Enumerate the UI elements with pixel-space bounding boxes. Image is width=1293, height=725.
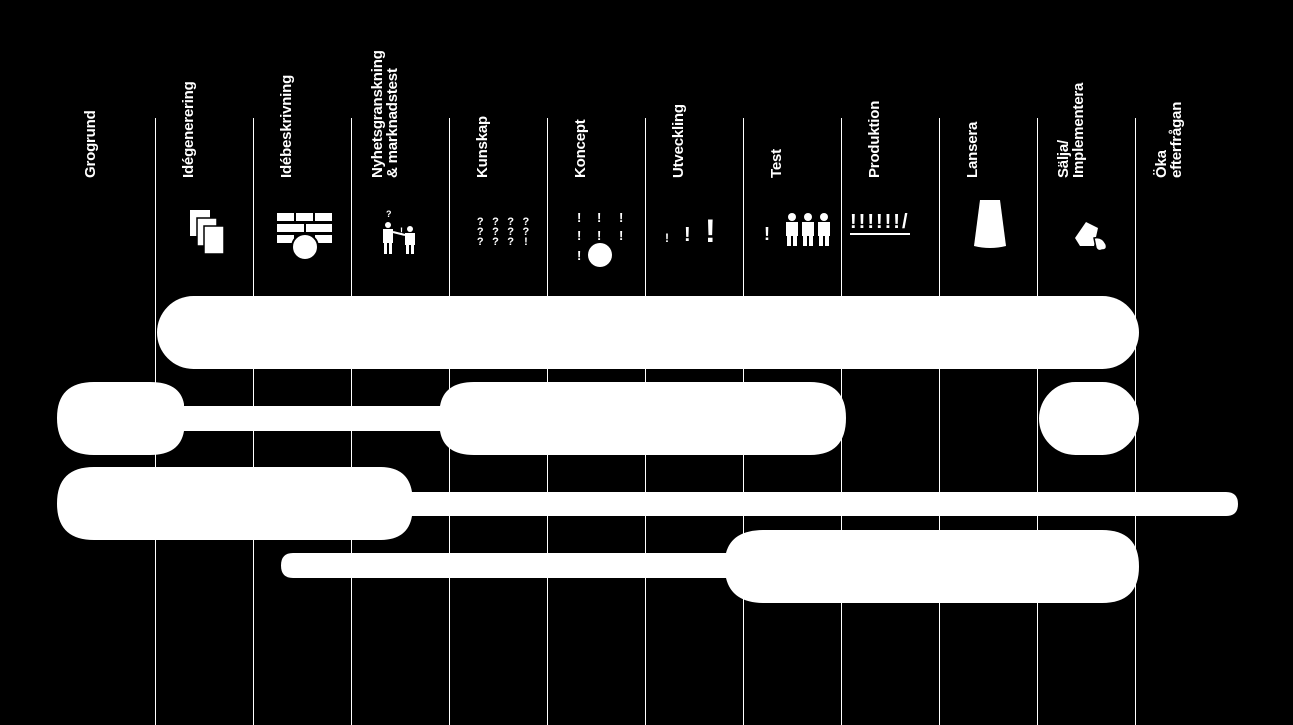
exclamation-row-icon: !!!!!!/ [850, 211, 910, 235]
process-bar-1 [157, 296, 1139, 369]
exclamation-people-icon: ! [764, 213, 830, 246]
svg-text:!: ! [705, 213, 716, 248]
grid-with-circle-icon [277, 213, 332, 261]
svg-text:!: ! [400, 226, 403, 236]
svg-text:!: ! [577, 210, 581, 225]
exclamations-circle-icon: !!! !!! ! [577, 210, 623, 267]
people-question-icon: ? ! [383, 209, 415, 254]
cone-icon [974, 200, 1006, 248]
process-bar-3 [57, 467, 1238, 540]
svg-text:!: ! [597, 210, 601, 225]
svg-text:!: ! [597, 228, 601, 243]
svg-text:!: ! [619, 210, 623, 225]
growing-exclamations-icon: ! ! ! [665, 213, 716, 248]
process-bar-4 [281, 530, 1139, 603]
svg-text:?: ? [386, 209, 392, 219]
column-divider [1037, 118, 1038, 725]
process-bar-2 [57, 382, 846, 455]
stacked-pages-icon [190, 210, 225, 255]
process-bar-2-end [1039, 382, 1139, 455]
hand-box-icon [1075, 222, 1108, 252]
svg-text:!: ! [665, 231, 669, 245]
svg-text:!: ! [619, 228, 623, 243]
question-marks-icon: ? ? ? ? ? ? ? ? ? ? ? ! [477, 217, 531, 249]
svg-text:!: ! [684, 224, 691, 246]
svg-text:!: ! [577, 248, 581, 263]
svg-text:!: ! [577, 228, 581, 243]
column-divider [939, 118, 940, 725]
svg-text:!: ! [764, 224, 770, 244]
